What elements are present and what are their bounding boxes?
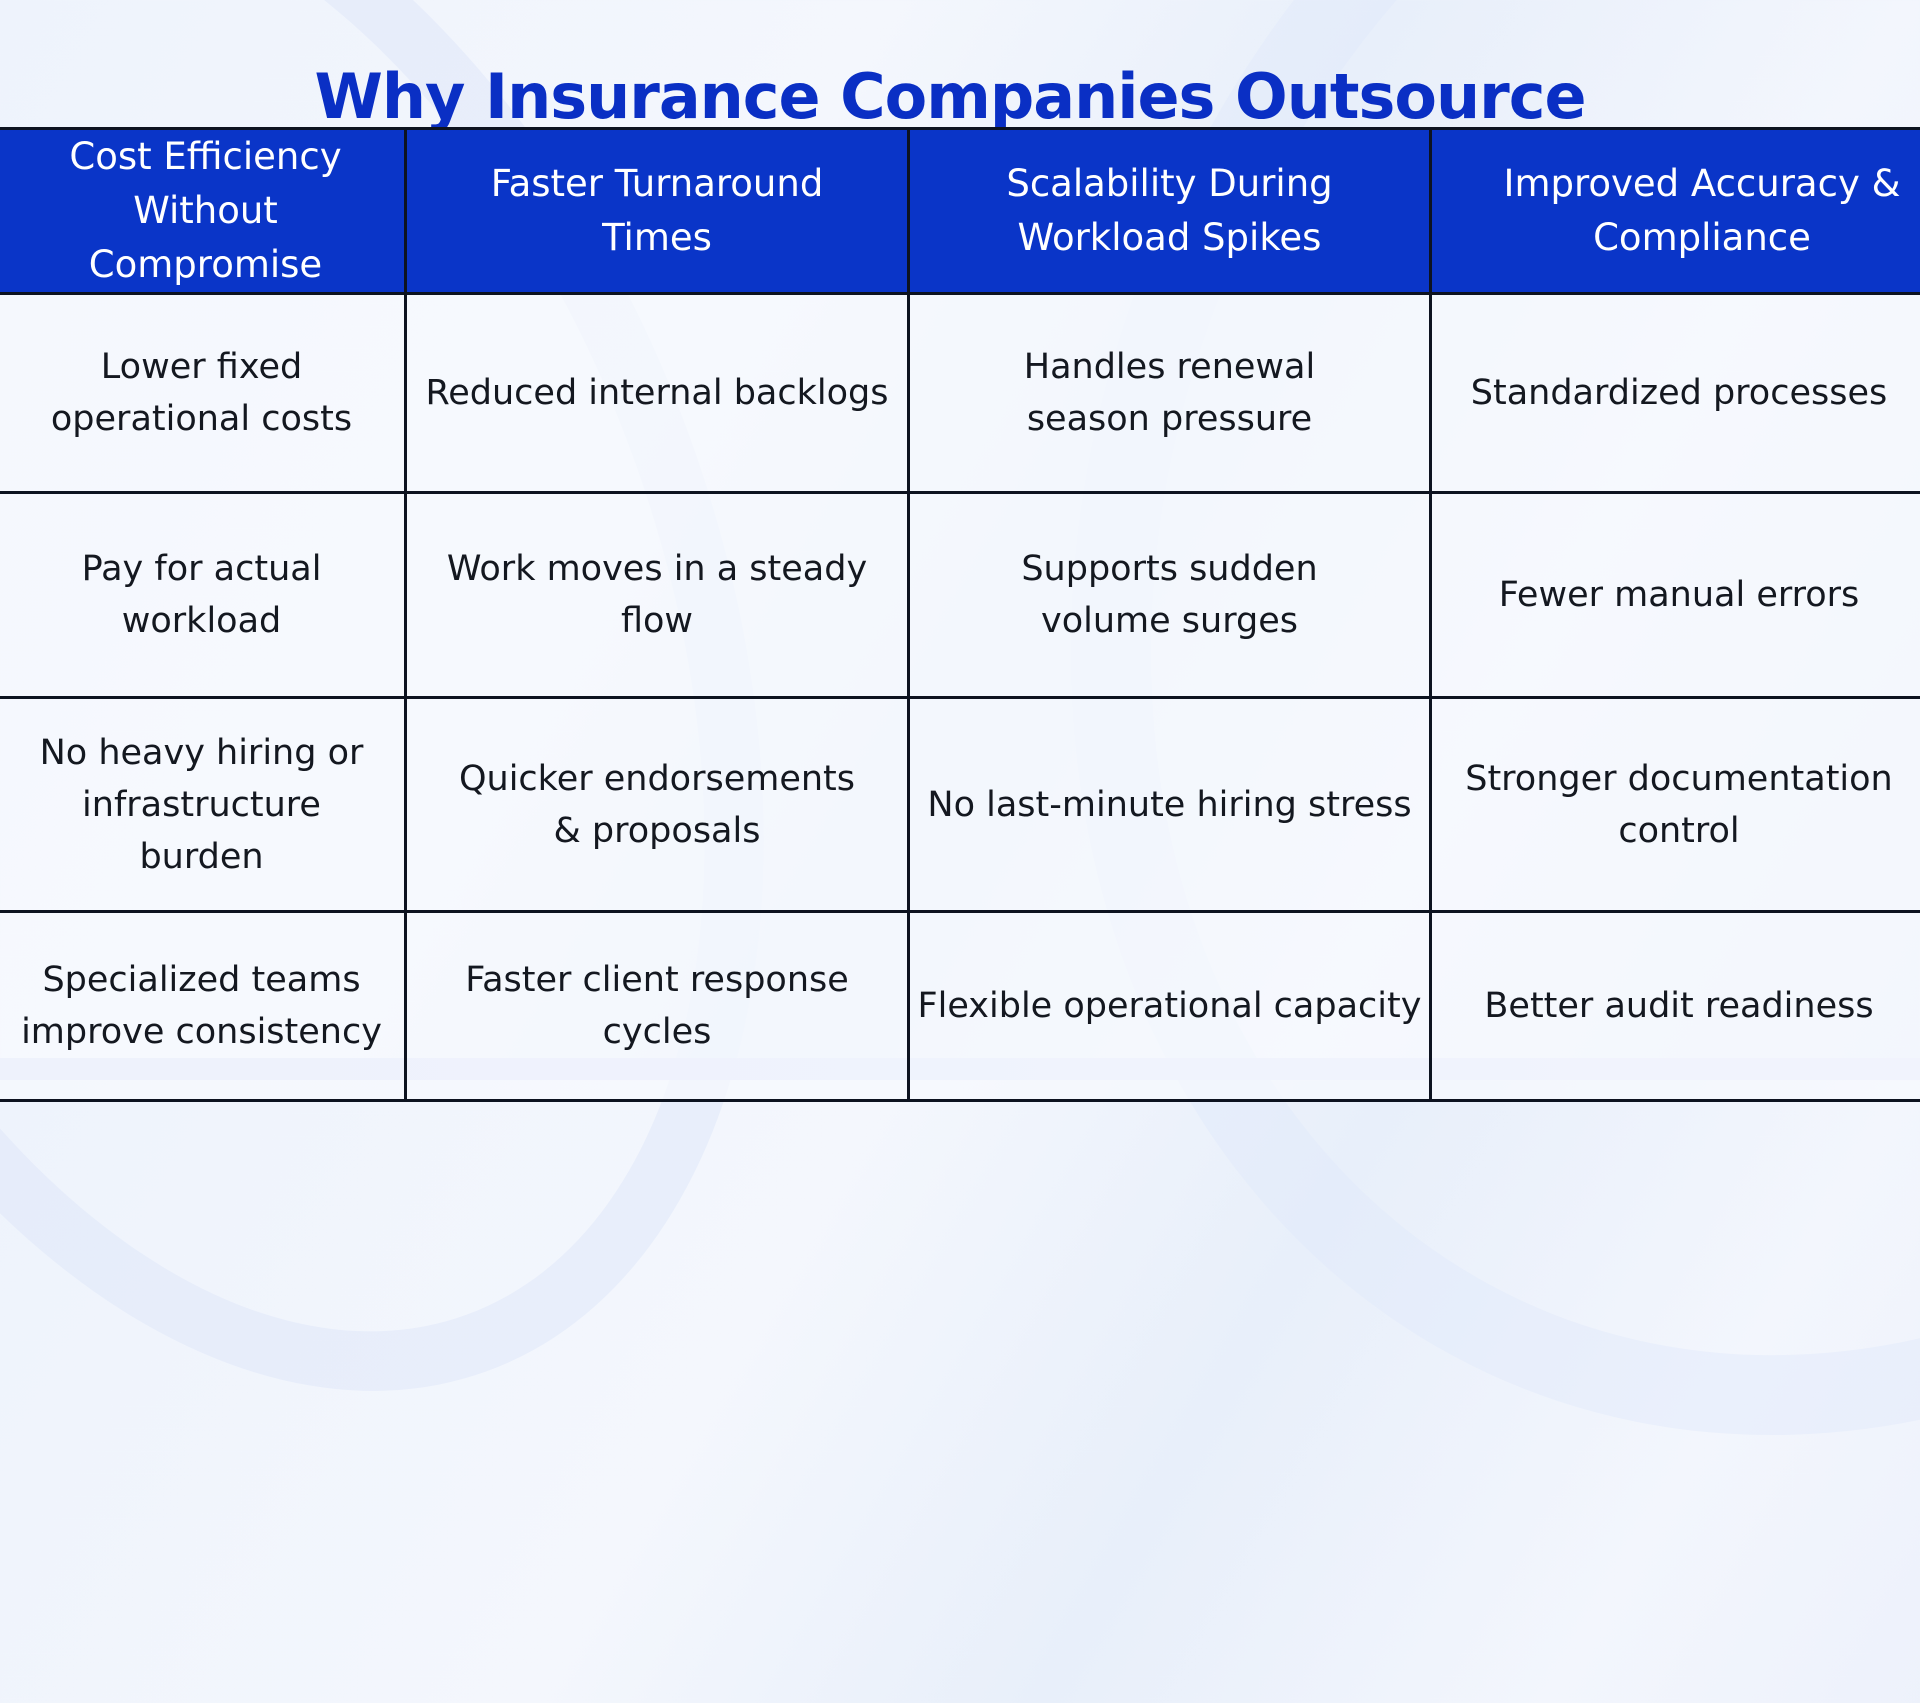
table-cell: Standardized processes [1431,294,1920,493]
table-cell: Fewer manual errors [1431,493,1920,698]
table-row: Pay for actual workload Work moves in a … [0,493,1920,698]
table-cell: Quicker endorsements & proposals [406,698,909,912]
table-cell: Specialized teams improve consistency [0,912,406,1101]
table-cell: Lower fixed operational costs [0,294,406,493]
comparison-table: Cost Efficiency Without Compromise Faste… [0,127,1920,1102]
table-row: No heavy hiring or infrastructure burden… [0,698,1920,912]
column-header-cost-efficiency: Cost Efficiency Without Compromise [0,129,406,294]
table-cell: Supports sudden volume surges [909,493,1431,698]
column-header-scalability: Scalability During Workload Spikes [909,129,1431,294]
table-cell: No last-minute hiring stress [909,698,1431,912]
table-cell: No heavy hiring or infrastructure burden [0,698,406,912]
table-row: Lower fixed operational costs Reduced in… [0,294,1920,493]
page-title: Why Insurance Companies Outsource [0,60,1900,133]
table-cell: Better audit readiness [1431,912,1920,1101]
table-cell: Handles renewal season pressure [909,294,1431,493]
table-cell: Stronger documentation control [1431,698,1920,912]
table-row: Specialized teams improve consistency Fa… [0,912,1920,1101]
table-cell: Faster client response cycles [406,912,909,1101]
table-cell: Flexible operational capacity [909,912,1431,1101]
table-cell: Pay for actual workload [0,493,406,698]
column-header-faster-turnaround: Faster Turnaround Times [406,129,909,294]
column-header-accuracy-compliance: Improved Accuracy & Compliance [1431,129,1920,294]
table-cell: Work moves in a steady flow [406,493,909,698]
table-cell: Reduced internal backlogs [406,294,909,493]
header-row: Cost Efficiency Without Compromise Faste… [0,129,1920,294]
